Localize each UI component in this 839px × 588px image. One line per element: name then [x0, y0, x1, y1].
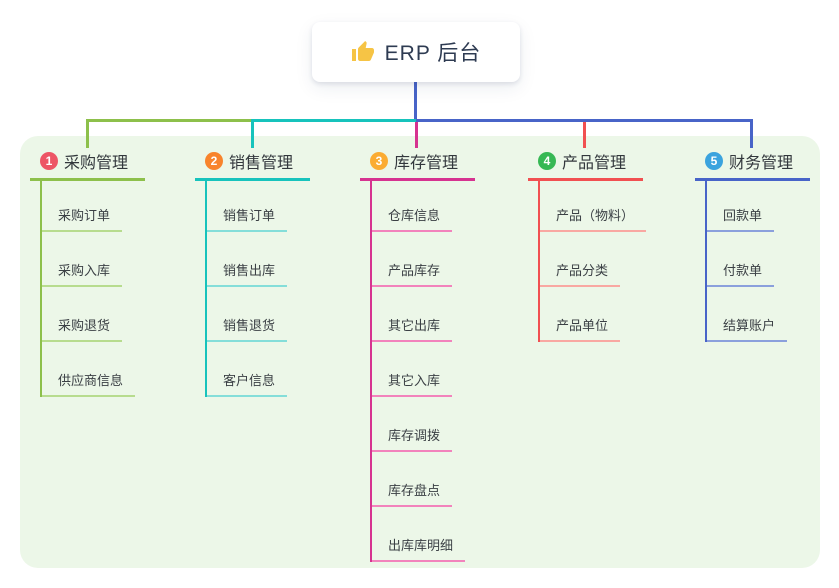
branch-4: 4 产品管理产品（物料） 产品分类产品单位 [528, 149, 647, 342]
branch-node[interactable]: 5 财务管理 [695, 149, 810, 181]
child-label: 采购退货 [42, 315, 123, 342]
child-label: 库存调拨 [372, 425, 453, 452]
branch-node[interactable]: 4 产品管理 [528, 149, 643, 181]
child-node[interactable]: 回款单 [707, 181, 810, 232]
child-node[interactable]: 销售订单 [207, 181, 310, 232]
connector-drop-line [86, 119, 89, 148]
branches-panel [20, 136, 820, 568]
root-connector-line [414, 82, 417, 122]
connector-drop-line [415, 122, 418, 148]
child-label: 采购入库 [42, 260, 123, 287]
child-node[interactable]: 销售出库 [207, 232, 310, 287]
child-label: 其它出库 [372, 315, 453, 342]
child-node[interactable]: 库存盘点 [372, 452, 475, 507]
branch-children: 销售订单销售出库销售退货客户信息 [205, 181, 310, 397]
child-label: 库存盘点 [372, 480, 453, 507]
child-node[interactable]: 其它入库 [372, 342, 475, 397]
connector-drop-line [251, 119, 254, 148]
child-label: 结算账户 [707, 315, 788, 342]
child-label: 客户信息 [207, 370, 288, 397]
branch-children: 仓库信息产品库存其它出库其它入库库存调拨库存盘点出库库明细 [370, 181, 475, 562]
branch-label: 采购管理 [64, 155, 129, 172]
root-node[interactable]: ERP 后台 [312, 22, 520, 82]
connector-horizontal-line [86, 119, 252, 122]
branch-number-badge: 1 [40, 152, 58, 170]
branch-node[interactable]: 2 销售管理 [195, 149, 310, 181]
child-label: 产品单位 [540, 315, 621, 342]
branch-number-badge: 5 [705, 152, 723, 170]
root-label: ERP 后台 [384, 42, 482, 65]
child-node[interactable]: 产品库存 [372, 232, 475, 287]
branch-2: 2 销售管理销售订单销售出库销售退货客户信息 [195, 149, 310, 397]
branch-node[interactable]: 1 采购管理 [30, 149, 145, 181]
child-label: 产品分类 [540, 260, 621, 287]
child-label: 销售退货 [207, 315, 288, 342]
branch-1: 1 采购管理采购订单采购入库采购退货供应商信息 [30, 149, 145, 397]
child-node[interactable]: 结算账户 [707, 287, 810, 342]
child-label: 出库库明细 [372, 535, 466, 562]
branch-5: 5 财务管理回款单付款单结算账户 [695, 149, 810, 342]
child-label: 采购订单 [42, 205, 123, 232]
child-node[interactable]: 客户信息 [207, 342, 310, 397]
child-label: 销售订单 [207, 205, 288, 232]
branch-children: 回款单付款单结算账户 [705, 181, 810, 342]
child-node[interactable]: 采购退货 [42, 287, 145, 342]
branch-number-badge: 2 [205, 152, 223, 170]
branch-label: 销售管理 [229, 155, 294, 172]
connector-horizontal-line [252, 119, 416, 122]
child-node[interactable]: 采购订单 [42, 181, 145, 232]
branch-label: 库存管理 [394, 155, 459, 172]
child-label: 供应商信息 [42, 370, 136, 397]
child-node[interactable]: 产品单位 [540, 287, 643, 342]
connector-drop-line [583, 122, 586, 148]
child-node[interactable]: 仓库信息 [372, 181, 475, 232]
child-node[interactable]: 销售退货 [207, 287, 310, 342]
branch-number-badge: 3 [370, 152, 388, 170]
branch-3: 3 库存管理仓库信息产品库存其它出库其它入库库存调拨库存盘点出库库明细 [360, 149, 475, 562]
child-label: 付款单 [707, 260, 775, 287]
connector-horizontal-line [416, 119, 753, 122]
branch-node[interactable]: 3 库存管理 [360, 149, 475, 181]
branch-number-badge: 4 [538, 152, 556, 170]
child-label: 产品库存 [372, 260, 453, 287]
child-node[interactable]: 供应商信息 [42, 342, 145, 397]
child-node[interactable]: 产品分类 [540, 232, 643, 287]
child-label: 仓库信息 [372, 205, 453, 232]
branch-children: 产品（物料） 产品分类产品单位 [538, 181, 647, 342]
branch-children: 采购订单采购入库采购退货供应商信息 [40, 181, 145, 397]
child-label: 产品（物料） [540, 205, 647, 232]
child-node[interactable]: 采购入库 [42, 232, 145, 287]
child-node[interactable]: 库存调拨 [372, 397, 475, 452]
child-node[interactable]: 其它出库 [372, 287, 475, 342]
branch-label: 产品管理 [562, 155, 627, 172]
child-node[interactable]: 出库库明细 [372, 507, 475, 562]
child-label: 销售出库 [207, 260, 288, 287]
connector-drop-line [750, 119, 753, 148]
child-node[interactable]: 产品（物料） [540, 181, 647, 232]
child-node[interactable]: 付款单 [707, 232, 810, 287]
child-label: 其它入库 [372, 370, 453, 397]
child-label: 回款单 [707, 205, 775, 232]
branch-label: 财务管理 [729, 155, 794, 172]
thumbs-up-icon [351, 40, 375, 64]
